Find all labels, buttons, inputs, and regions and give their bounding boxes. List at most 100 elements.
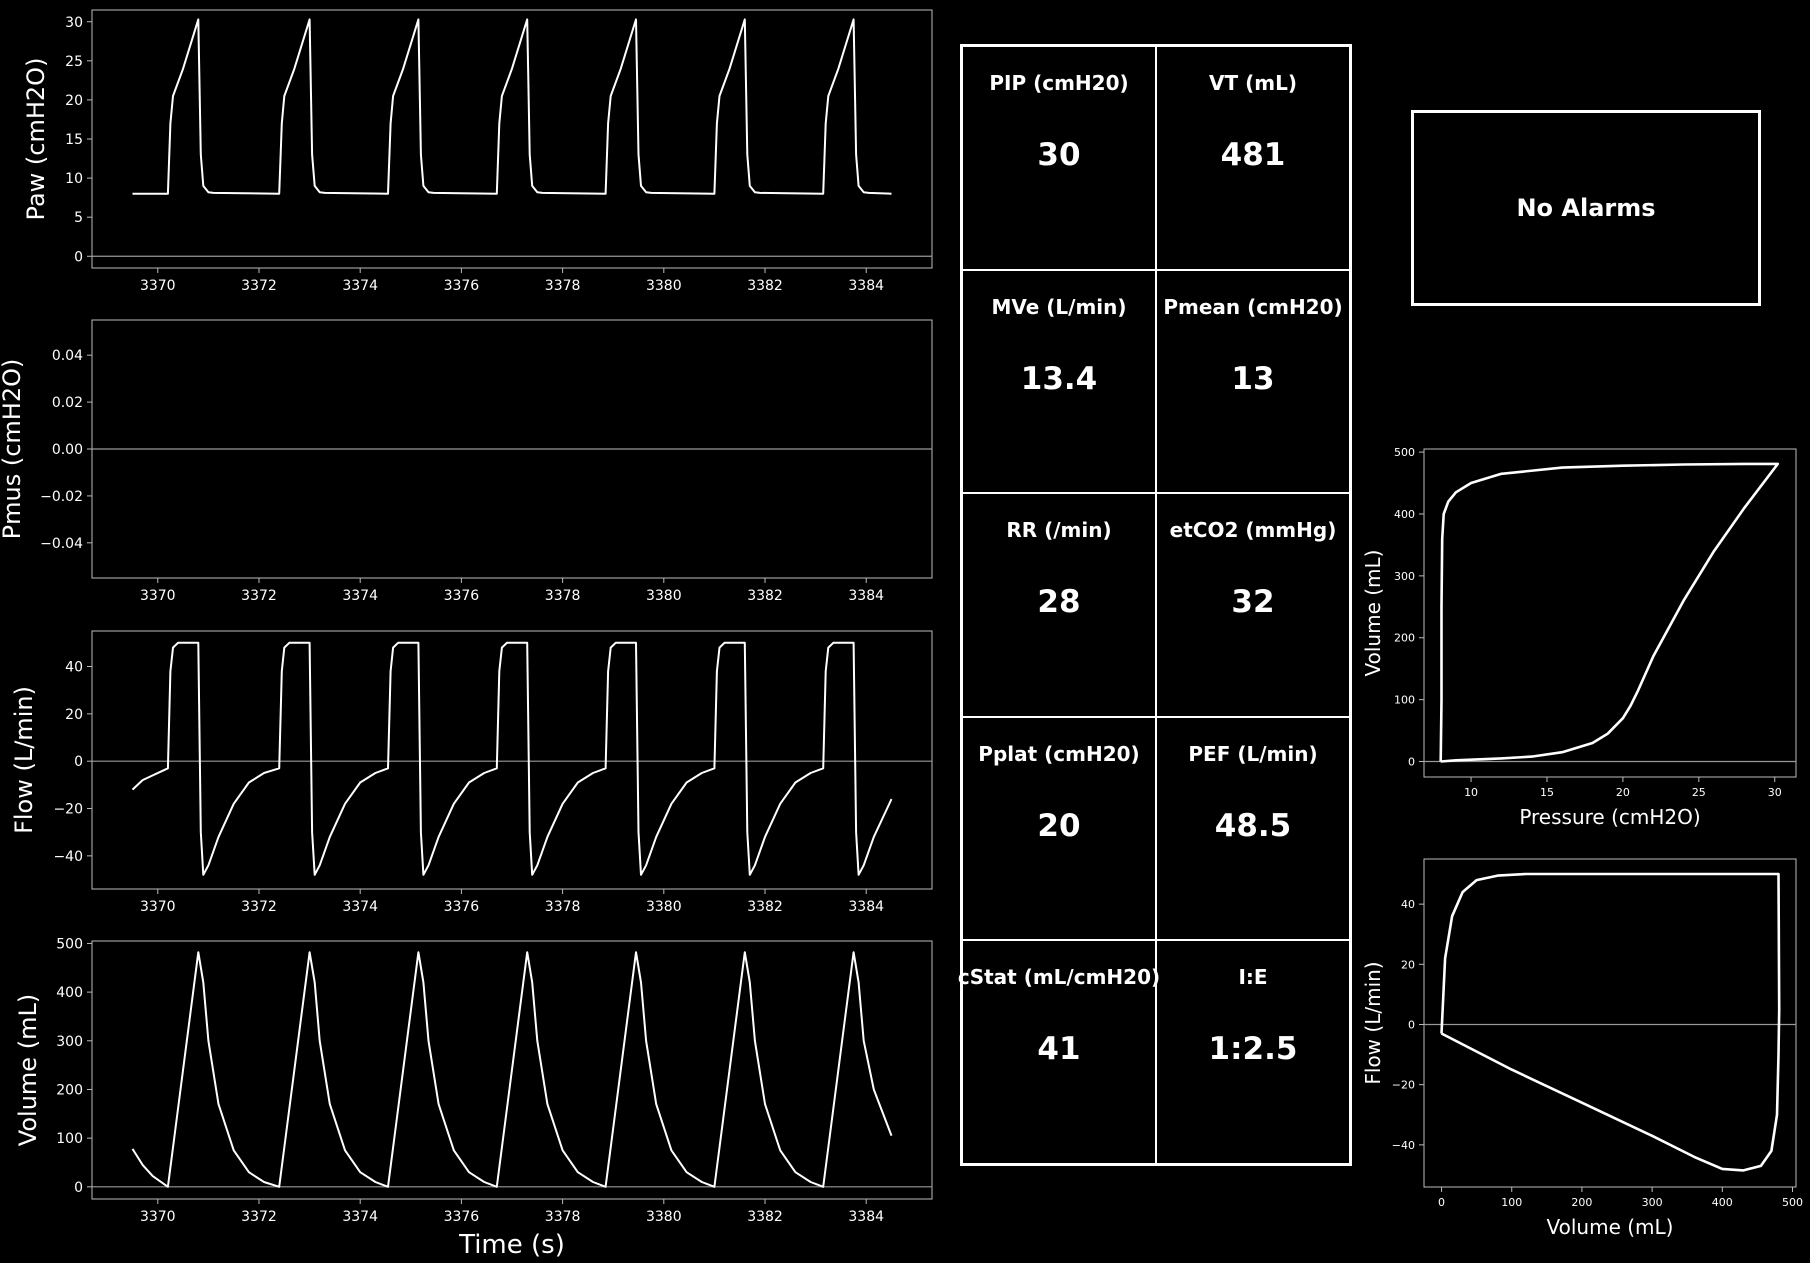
volume-xtick-label: 3376: [444, 1209, 480, 1225]
pmus-xtick-label: 3374: [342, 588, 378, 604]
pmus-xtick-label: 3372: [241, 588, 277, 604]
volume-ytick-label: 200: [56, 1083, 83, 1099]
pmus-xtick-label: 3376: [444, 588, 480, 604]
metric-cell-pmean: Pmean (cmH20) 13: [1156, 269, 1350, 494]
paw-frame: [91, 9, 933, 269]
fv-loop-ytick-label: −40: [1392, 1139, 1415, 1152]
metrics-grid: PIP (cmH20) 30 VT (mL) 481 MVe (L/min) 1…: [958, 44, 1352, 1166]
metric-value: 13: [1231, 360, 1275, 397]
metric-cell-pip: PIP (cmH20) 30: [962, 46, 1156, 270]
paw-ytick-label: 15: [65, 132, 83, 148]
metric-value: 30: [1037, 137, 1081, 173]
volume-xtick-label: 3374: [342, 1209, 378, 1225]
metric-value: 481: [1220, 137, 1286, 173]
paw-ytick-label: 10: [65, 171, 83, 187]
fv-loop-xtick-label: 0: [1438, 1196, 1445, 1209]
pmus-xtick-label: 3378: [545, 588, 581, 604]
paw-xtick-label: 3384: [848, 278, 884, 294]
flow-ytick-label: 0: [74, 754, 83, 770]
paw-xtick-label: 3370: [140, 278, 176, 294]
paw-ylabel: Paw (cmH2O): [22, 58, 50, 221]
pmus-ytick-label: 0.02: [52, 395, 83, 411]
metric-label: MVe (L/min): [991, 294, 1127, 319]
volume-xtick-label: 3382: [747, 1209, 783, 1225]
pv-loop-xlabel: Pressure (cmH2O): [1519, 805, 1700, 829]
flow-ytick-label: −40: [53, 849, 83, 865]
paw-ytick-label: 0: [74, 249, 83, 265]
metric-value: 20: [1037, 807, 1081, 844]
fv-loop-xtick-label: 200: [1571, 1196, 1592, 1209]
flow-xtick-label: 3384: [848, 899, 884, 915]
pmus-ytick-label: 0.04: [52, 348, 83, 364]
metric-cell-etco2: etCO2 (mmHg) 32: [1156, 493, 1350, 717]
fv-loop-xtick-label: 300: [1642, 1196, 1663, 1209]
pv-loop-ylabel: Volume (mL): [1361, 550, 1385, 677]
metric-value: 48.5: [1214, 807, 1292, 844]
pmus-ytick-label: −0.02: [40, 489, 83, 505]
metric-label: PEF (L/min): [1188, 741, 1318, 766]
volume-frame: [91, 940, 933, 1200]
pv-loop-frame: [1423, 448, 1797, 778]
metric-value: 28: [1037, 584, 1081, 621]
volume-ytick-label: 0: [74, 1180, 83, 1196]
pv-loop-ytick-label: 400: [1394, 508, 1415, 521]
pmus-ytick-label: −0.04: [40, 536, 83, 552]
metric-label: I:E: [1238, 965, 1268, 990]
metric-label: VT (mL): [1209, 71, 1297, 95]
volume-xlabel: Time (s): [458, 1230, 565, 1260]
volume-xtick-label: 3384: [848, 1209, 884, 1225]
fv-loop-xtick-label: 400: [1712, 1196, 1733, 1209]
flow-xtick-label: 3378: [545, 899, 581, 915]
pmus-xtick-label: 3370: [140, 588, 176, 604]
flow-ytick-label: 20: [65, 707, 83, 723]
volume-ylabel: Volume (mL): [14, 994, 42, 1146]
flow-xtick-label: 3382: [747, 899, 783, 915]
metric-value: 13.4: [1020, 360, 1098, 397]
pv-loop-xtick-label: 30: [1768, 786, 1782, 799]
metric-cell-ie: I:E 1:2.5: [1156, 940, 1350, 1164]
metric-label: PIP (cmH20): [989, 71, 1129, 95]
pv-loop-xtick-label: 20: [1616, 786, 1630, 799]
volume-xtick-label: 3372: [241, 1209, 277, 1225]
flow-series-line: [131, 641, 893, 876]
fv-loop-frame: [1423, 858, 1797, 1188]
alarm-status-text: No Alarms: [1516, 194, 1656, 222]
paw-ytick-label: 20: [65, 93, 83, 109]
metric-label: Pplat (cmH20): [978, 741, 1140, 766]
metric-value: 32: [1231, 584, 1275, 621]
metric-label: RR (/min): [1006, 518, 1112, 543]
volume-ytick-label: 100: [56, 1131, 83, 1147]
fv-loop-ytick-label: 20: [1401, 958, 1415, 971]
pmus-xtick-label: 3380: [646, 588, 682, 604]
pv-loop-ytick-label: 100: [1394, 694, 1415, 707]
flow-xtick-label: 3380: [646, 899, 682, 915]
pv-loop-ytick-label: 0: [1408, 755, 1415, 768]
metric-cell-vt: VT (mL) 481: [1156, 46, 1350, 270]
paw-xtick-label: 3374: [342, 278, 378, 294]
fv-loop-series-line: [1440, 872, 1781, 1172]
metric-cell-pplat: Pplat (cmH20) 20: [962, 716, 1156, 941]
metric-cell-rr: RR (/min) 28: [962, 493, 1156, 717]
pmus-xtick-label: 3382: [747, 588, 783, 604]
alarm-status-box: No Alarms: [1411, 110, 1761, 306]
flow-ylabel: Flow (L/min): [10, 686, 38, 834]
paw-ytick-label: 5: [74, 210, 83, 226]
flow-ytick-label: −20: [53, 802, 83, 818]
fv-loop-xtick-label: 500: [1782, 1196, 1803, 1209]
pv-loop-ytick-label: 500: [1394, 446, 1415, 459]
pv-loop-xtick-label: 15: [1540, 786, 1554, 799]
pv-loop-ytick-label: 300: [1394, 570, 1415, 583]
fv-loop-ylabel: Flow (L/min): [1361, 961, 1385, 1084]
pmus-ylabel: Pmus (cmH2O): [0, 359, 26, 540]
fv-loop-ytick-label: −20: [1392, 1079, 1415, 1092]
flow-ytick-label: 40: [65, 660, 83, 676]
pv-loop-xtick-label: 10: [1464, 786, 1478, 799]
paw-ytick-label: 30: [65, 15, 83, 31]
flow-xtick-label: 3376: [444, 899, 480, 915]
